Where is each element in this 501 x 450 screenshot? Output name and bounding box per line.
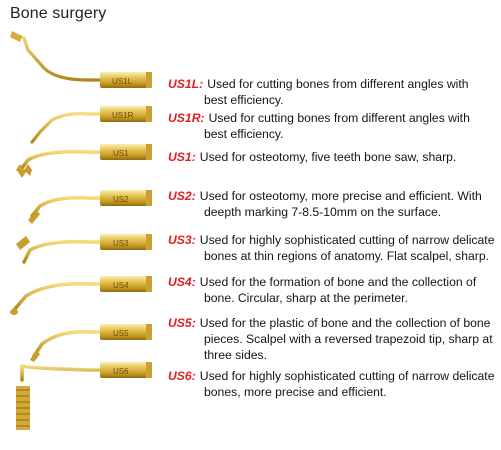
item-us2: US2:Used for osteotomy, more precise and… xyxy=(168,188,498,220)
tip-us1-label: US1 xyxy=(113,149,129,158)
item-us5: US5:Used for the plastic of bone and the… xyxy=(168,315,498,363)
item-desc-line: Used for osteotomy, five teeth bone saw,… xyxy=(199,150,457,164)
instrument-tips-illustration: US1L US1R US1 US2 US3 US4 xyxy=(10,31,152,430)
item-us1r: US1R:Used for cutting bones from differe… xyxy=(168,110,498,142)
tip-us5-label: US5 xyxy=(113,329,129,338)
tip-us1l: US1L xyxy=(10,31,152,88)
item-code: US2: xyxy=(168,189,196,203)
tip-us4: US4 xyxy=(10,276,152,315)
tip-us1r: US1R xyxy=(30,106,152,144)
tip-us1r-label: US1R xyxy=(112,111,134,120)
item-code: US5: xyxy=(168,316,196,330)
item-desc-line: Used for the formation of bone and the c… xyxy=(199,275,477,289)
page-title: Bone surgery xyxy=(10,5,107,22)
item-code: US6: xyxy=(168,369,196,383)
item-desc-line: Used for cutting bones from different an… xyxy=(208,111,470,125)
item-desc-line: Used for highly sophisticated cutting of… xyxy=(199,369,495,383)
tip-us6-label: US6 xyxy=(113,367,129,376)
item-desc-line: Used for cutting bones from different an… xyxy=(207,77,469,91)
tip-us1: US1 xyxy=(16,144,152,178)
item-code: US4: xyxy=(168,275,196,289)
item-desc-line: best efficiency. xyxy=(204,127,284,141)
tip-us6: US6 xyxy=(16,362,152,430)
item-code: US1: xyxy=(168,150,196,164)
tip-us2: US2 xyxy=(28,190,152,224)
item-desc-line: three sides. xyxy=(204,348,268,362)
item-desc-line: bone. Circular, sharp at the perimeter. xyxy=(204,291,408,305)
tip-us5: US5 xyxy=(30,324,152,362)
tip-us4-label: US4 xyxy=(113,281,129,290)
item-code: US1L: xyxy=(168,77,204,91)
item-us1l: US1L:Used for cutting bones from differe… xyxy=(168,76,498,108)
item-us6: US6:Used for highly sophisticated cuttin… xyxy=(168,368,498,400)
item-desc-line: pieces. Scalpel with a reversed trapezoi… xyxy=(204,332,493,346)
item-desc-line: bones, more precise and efficient. xyxy=(204,385,387,399)
item-desc-line: best efficiency. xyxy=(204,93,284,107)
tip-us1l-label: US1L xyxy=(112,77,133,86)
item-desc-line: deepth marking 7-8.5-10mm on the surface… xyxy=(204,205,442,219)
item-desc-line: Used for highly sophisticated cutting of… xyxy=(199,233,495,247)
item-us4: US4:Used for the formation of bone and t… xyxy=(168,274,498,306)
tip-us3: US3 xyxy=(16,234,152,264)
item-desc-line: bones at thin regions of anatomy. Flat s… xyxy=(204,249,489,263)
tip-us3-label: US3 xyxy=(113,239,129,248)
item-us1: US1:Used for osteotomy, five teeth bone … xyxy=(168,149,498,165)
item-desc-line: Used for osteotomy, more precise and eff… xyxy=(199,189,482,203)
item-code: US3: xyxy=(168,233,196,247)
item-us3: US3:Used for highly sophisticated cuttin… xyxy=(168,232,498,264)
item-desc-line: Used for the plastic of bone and the col… xyxy=(199,316,491,330)
item-code: US1R: xyxy=(168,111,205,125)
tip-us2-label: US2 xyxy=(113,195,129,204)
